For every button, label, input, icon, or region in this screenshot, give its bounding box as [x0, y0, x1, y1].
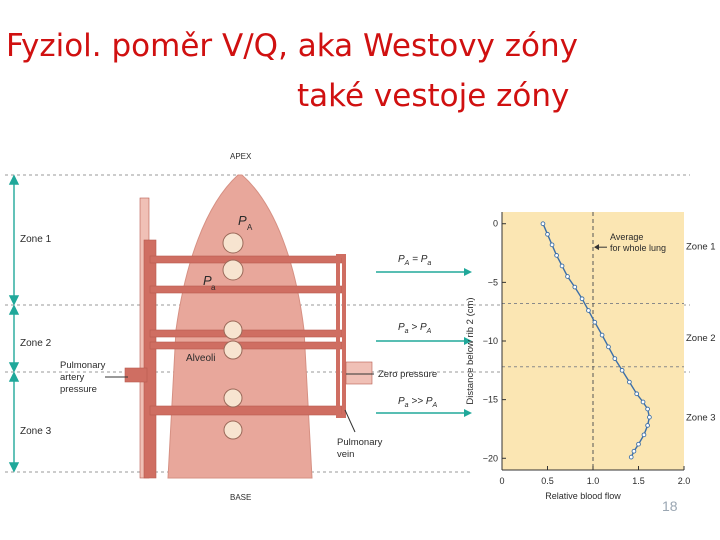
- chart-data-point: [572, 284, 578, 290]
- chart-data-point: [641, 432, 647, 438]
- pulmonary-artery-label-2: artery: [60, 372, 85, 383]
- chart-y-tick-label: −15: [483, 395, 498, 405]
- chart-data-point: [565, 274, 570, 279]
- chart-zone-label: Zone 1: [686, 242, 716, 253]
- pa-alveolar-sub: A: [247, 223, 253, 232]
- chart-data-point: [628, 454, 634, 460]
- pressure-relation-zone3: Pa >> PA: [376, 396, 472, 417]
- chart-y-tick-label: −5: [488, 277, 498, 287]
- zone3-arrowhead-top: [8, 371, 20, 382]
- chart-data-point: [634, 391, 640, 397]
- chart-y-tick-label: 0: [493, 219, 498, 229]
- slide-title-line2: také vestoje zóny: [297, 78, 570, 114]
- chart-data-point: [631, 448, 637, 454]
- alveolus: [222, 259, 244, 281]
- alveoli-group: [222, 232, 244, 440]
- chart-data-point: [592, 319, 598, 325]
- zone2-label: Zone 2: [20, 338, 52, 349]
- alveolus: [223, 388, 243, 408]
- chart-x-tick-label: 1.5: [632, 476, 645, 486]
- chart-data-point: [640, 399, 646, 405]
- alveolus: [223, 340, 243, 360]
- chart-average-label-1: Average: [610, 232, 643, 242]
- apex-label: APEX: [230, 152, 252, 161]
- vessel-zone1-top: [149, 255, 343, 264]
- zone3-arrowhead-bottom: [8, 462, 20, 473]
- chart-y-tick-label: −20: [483, 453, 498, 463]
- pressure-relation-zone2: Pa > PA: [376, 322, 472, 345]
- chart-data-point: [579, 296, 585, 302]
- base-label: BASE: [230, 493, 251, 502]
- chart-data-point: [636, 441, 641, 447]
- pressure-relation-zone1: PA = Pa: [376, 254, 472, 276]
- chart-data-point: [549, 242, 555, 248]
- chart-data-point: [627, 379, 632, 385]
- zone2-arrowhead-top: [8, 304, 20, 315]
- pa-alveolar-label: P: [238, 213, 247, 228]
- pa-arterial-label: P: [203, 273, 212, 288]
- chart-zone-label: Zone 2: [686, 333, 716, 344]
- vessel-tree: [124, 197, 373, 479]
- artery-column: [143, 239, 157, 479]
- vessel-zone2-bottom: [149, 341, 343, 350]
- vein-outlet: [345, 361, 373, 385]
- vein-column: [336, 254, 346, 418]
- pulmonary-vein-label-1: Pulmonary: [337, 437, 383, 448]
- vessel-zone1-bottom: [149, 285, 343, 294]
- alveolus: [223, 320, 243, 340]
- chart-x-tick-label: 0: [499, 476, 504, 486]
- chart-x-tick-label: 2.0: [678, 476, 691, 486]
- slide-number: 18: [662, 498, 678, 514]
- chart-data-point: [599, 332, 605, 338]
- svg-text:Pa >> PA: Pa >> PA: [398, 396, 437, 409]
- chart-data-point: [645, 423, 650, 428]
- chart-zone-label: Zone 3: [686, 413, 716, 424]
- alveolus: [223, 420, 243, 440]
- chart-data-point: [559, 263, 565, 269]
- pulmonary-artery-label-3: pressure: [60, 384, 97, 395]
- chart-data-point: [540, 221, 546, 227]
- slide-title-line1: Fyziol. poměr V/Q, aka Westovy zóny: [6, 28, 578, 64]
- zero-pressure-label: Zero pressure: [378, 369, 437, 380]
- pulmonary-artery-label-1: Pulmonary: [60, 360, 106, 371]
- chart-x-tick-label: 0.5: [541, 476, 554, 486]
- zone2-arrowhead-bottom: [8, 362, 20, 373]
- chart-x-axis-label: Relative blood flow: [545, 491, 621, 501]
- chart-data-point: [586, 308, 591, 313]
- chart-data-point: [619, 367, 625, 373]
- chart-data-point: [554, 253, 559, 258]
- pa-arterial-sub: a: [211, 283, 216, 292]
- chart-y-axis-label: Distance below rib 2 (cm): [465, 297, 476, 404]
- vessel-zone2-top: [149, 329, 343, 338]
- artery-inlet: [124, 367, 148, 383]
- zone1-arrowhead-bottom: [8, 295, 20, 306]
- chart-x-tick-label: 1.0: [587, 476, 600, 486]
- svg-text:PA = Pa: PA = Pa: [398, 254, 431, 267]
- chart-data-point: [612, 356, 618, 361]
- vessel-zone3: [149, 405, 343, 416]
- alveolus: [222, 232, 244, 254]
- zone-span-arrows: [8, 174, 20, 473]
- pulmonary-vein-label-2: vein: [337, 449, 354, 460]
- chart-average-arrowhead: [594, 244, 599, 251]
- chart-average-label-2: for whole lung: [610, 243, 666, 253]
- zone1-label: Zone 1: [20, 234, 52, 245]
- alveoli-label: Alveoli: [186, 353, 215, 364]
- zone1-arrowhead-top: [8, 174, 20, 185]
- chart-data-point: [545, 231, 550, 237]
- chart-y-tick-label: −10: [483, 336, 498, 346]
- chart-data-point: [647, 414, 652, 420]
- chart-data-point: [606, 344, 611, 350]
- svg-text:Pa > PA: Pa > PA: [398, 322, 432, 335]
- pulmonary-vein-leader: [344, 409, 356, 433]
- chart-data-point: [645, 406, 650, 412]
- zone3-label: Zone 3: [20, 426, 52, 437]
